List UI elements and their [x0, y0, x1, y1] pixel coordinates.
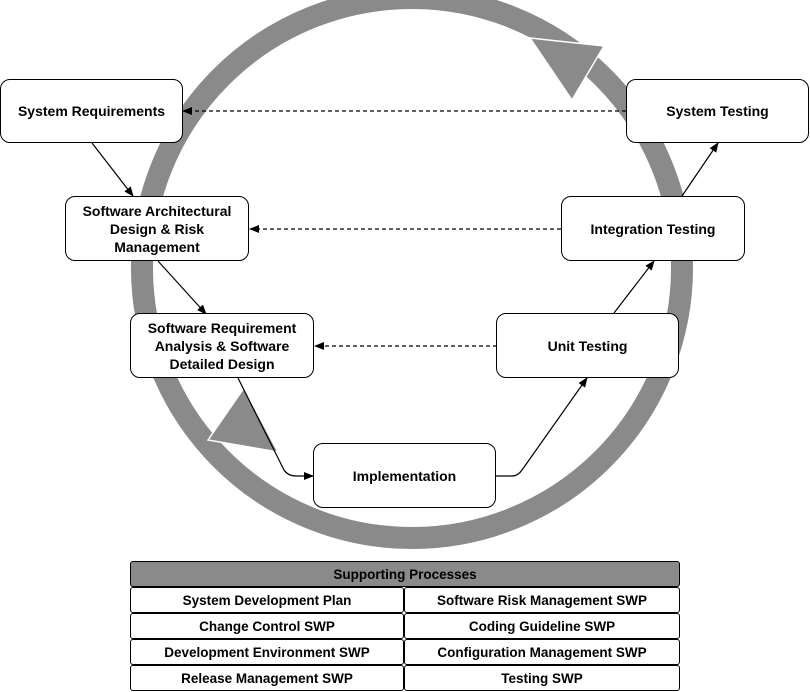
node-software-architectural-design: Software Architectural Design & Risk Man… — [65, 196, 249, 261]
node-software-requirement-analysis: Software Requirement Analysis & Software… — [130, 313, 314, 378]
arrow-detailed-design-to-implementation — [237, 377, 314, 480]
support-cell-2-1: Configuration Management SWP — [404, 639, 680, 665]
node-system-testing: System Testing — [626, 79, 809, 143]
support-cell-3-0: Release Management SWP — [130, 665, 404, 691]
arrow-architectural-to-detailed-design — [157, 260, 207, 315]
support-cell-3-1: Testing SWP — [404, 665, 680, 691]
arrow-integration-to-system-testing — [681, 142, 719, 197]
supporting-processes-header: Supporting Processes — [130, 561, 680, 587]
arrow-requirements-to-architectural — [91, 142, 134, 197]
cycle-ring — [131, 0, 693, 549]
node-unit-testing: Unit Testing — [496, 313, 679, 378]
support-cell-0-1: Software Risk Management SWP — [404, 587, 680, 613]
node-integration-testing: Integration Testing — [561, 196, 745, 261]
arrow-implementation-to-unit-testing — [496, 377, 588, 477]
arrow-unit-to-integration-testing — [613, 260, 655, 314]
support-cell-2-0: Development Environment SWP — [130, 639, 404, 665]
node-implementation: Implementation — [313, 443, 496, 508]
cycle-arrowhead-bottom — [206, 386, 280, 453]
node-system-requirements: System Requirements — [0, 79, 183, 143]
support-cell-1-0: Change Control SWP — [130, 613, 404, 639]
cycle-arrowhead-top — [528, 37, 606, 102]
support-cell-1-1: Coding Guideline SWP — [404, 613, 680, 639]
support-cell-0-0: System Development Plan — [130, 587, 404, 613]
